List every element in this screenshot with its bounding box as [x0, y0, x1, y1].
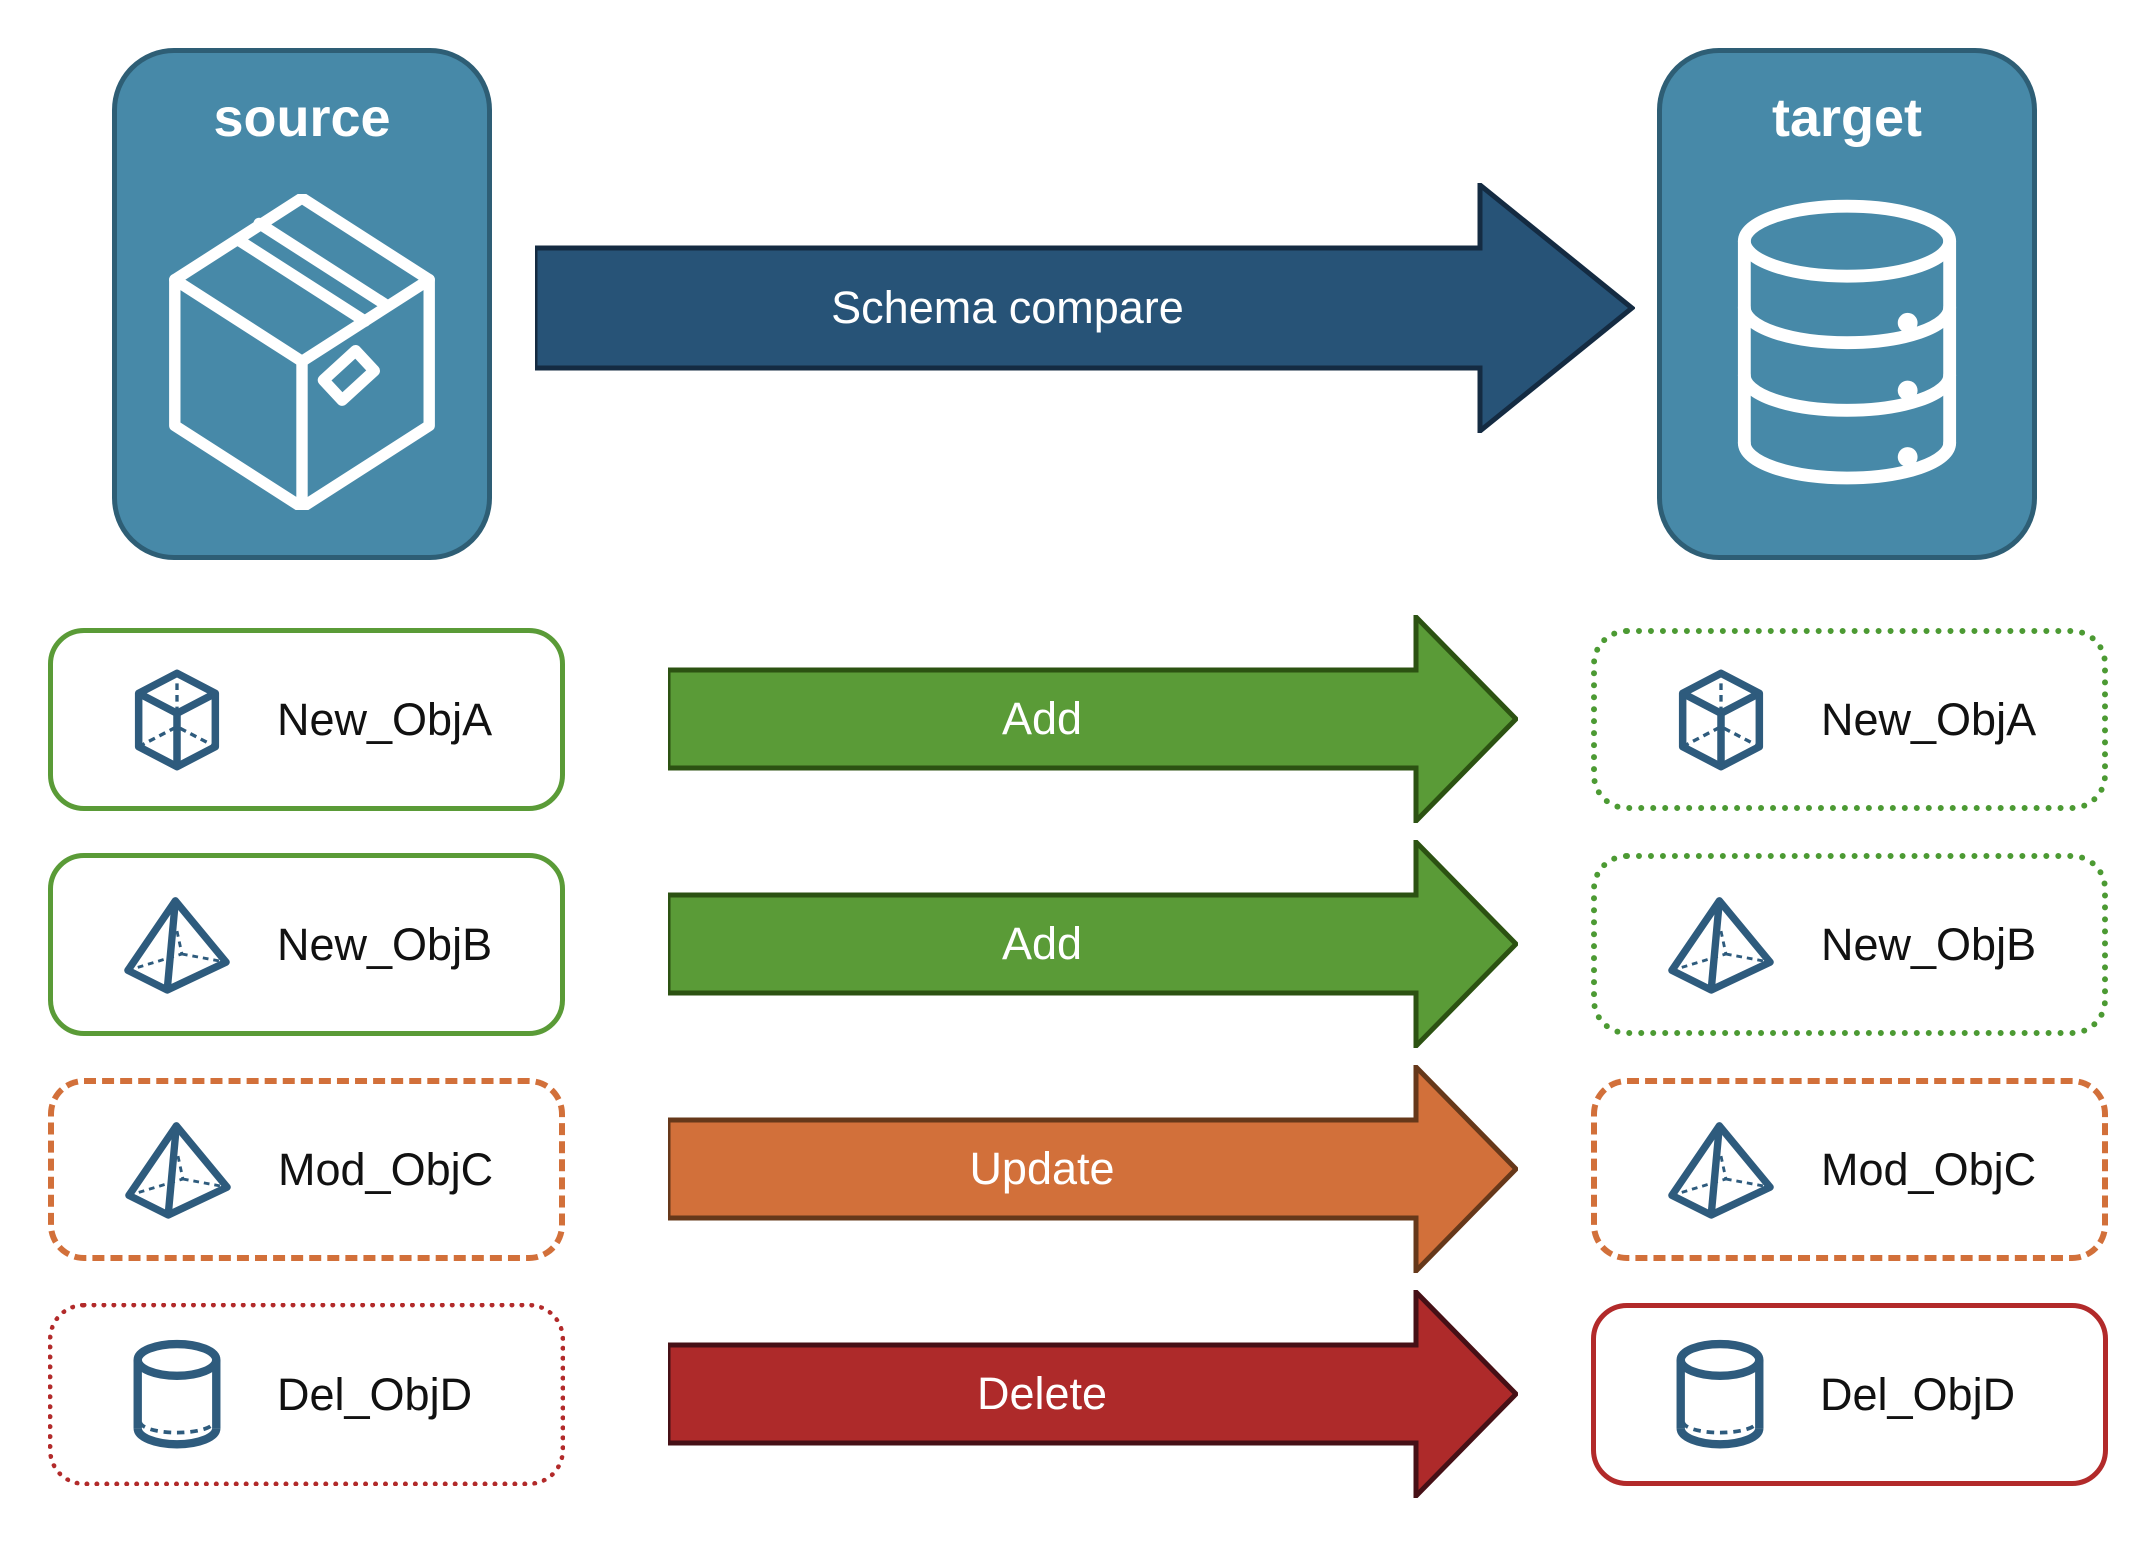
database-icon: [1730, 149, 1964, 555]
pyramid-icon: [124, 1120, 232, 1220]
package-box-icon: [168, 149, 436, 555]
pyramid-icon: [1667, 1120, 1775, 1220]
object-name: New_ObjA: [277, 693, 493, 745]
update-arrow: [668, 1065, 1518, 1273]
cylinder-icon: [123, 1339, 231, 1451]
cylinder-icon: [1666, 1339, 1774, 1451]
source-node: source: [112, 48, 492, 560]
object-name: Del_ObjD: [1820, 1368, 2016, 1420]
target-node: target: [1657, 48, 2037, 560]
schema-compare-arrow: [535, 183, 1635, 433]
object-name: New_ObjB: [1821, 918, 2037, 970]
pyramid-icon: [1667, 895, 1775, 995]
source-object-del-objd: Del_ObjD: [48, 1303, 565, 1486]
object-name: New_ObjB: [277, 918, 493, 970]
object-name: Mod_ObjC: [1821, 1143, 2037, 1195]
source-node-label: source: [213, 88, 391, 148]
add-arrow: [668, 840, 1518, 1048]
target-object-mod-objc: Mod_ObjC: [1591, 1078, 2108, 1261]
source-object-mod-objc: Mod_ObjC: [48, 1078, 565, 1261]
add-arrow: [668, 615, 1518, 823]
target-object-new-objb: New_ObjB: [1591, 853, 2108, 1036]
object-name: Mod_ObjC: [278, 1143, 494, 1195]
delete-arrow: [668, 1290, 1518, 1498]
source-object-new-objb: New_ObjB: [48, 853, 565, 1036]
cube-icon: [123, 665, 231, 775]
object-name: Del_ObjD: [277, 1368, 473, 1420]
cube-icon: [1667, 665, 1775, 775]
pyramid-icon: [123, 895, 231, 995]
target-object-del-objd: Del_ObjD: [1591, 1303, 2108, 1486]
target-node-label: target: [1771, 88, 1923, 148]
object-name: New_ObjA: [1821, 693, 2037, 745]
source-object-new-obja: New_ObjA: [48, 628, 565, 811]
target-object-new-obja: New_ObjA: [1591, 628, 2108, 811]
